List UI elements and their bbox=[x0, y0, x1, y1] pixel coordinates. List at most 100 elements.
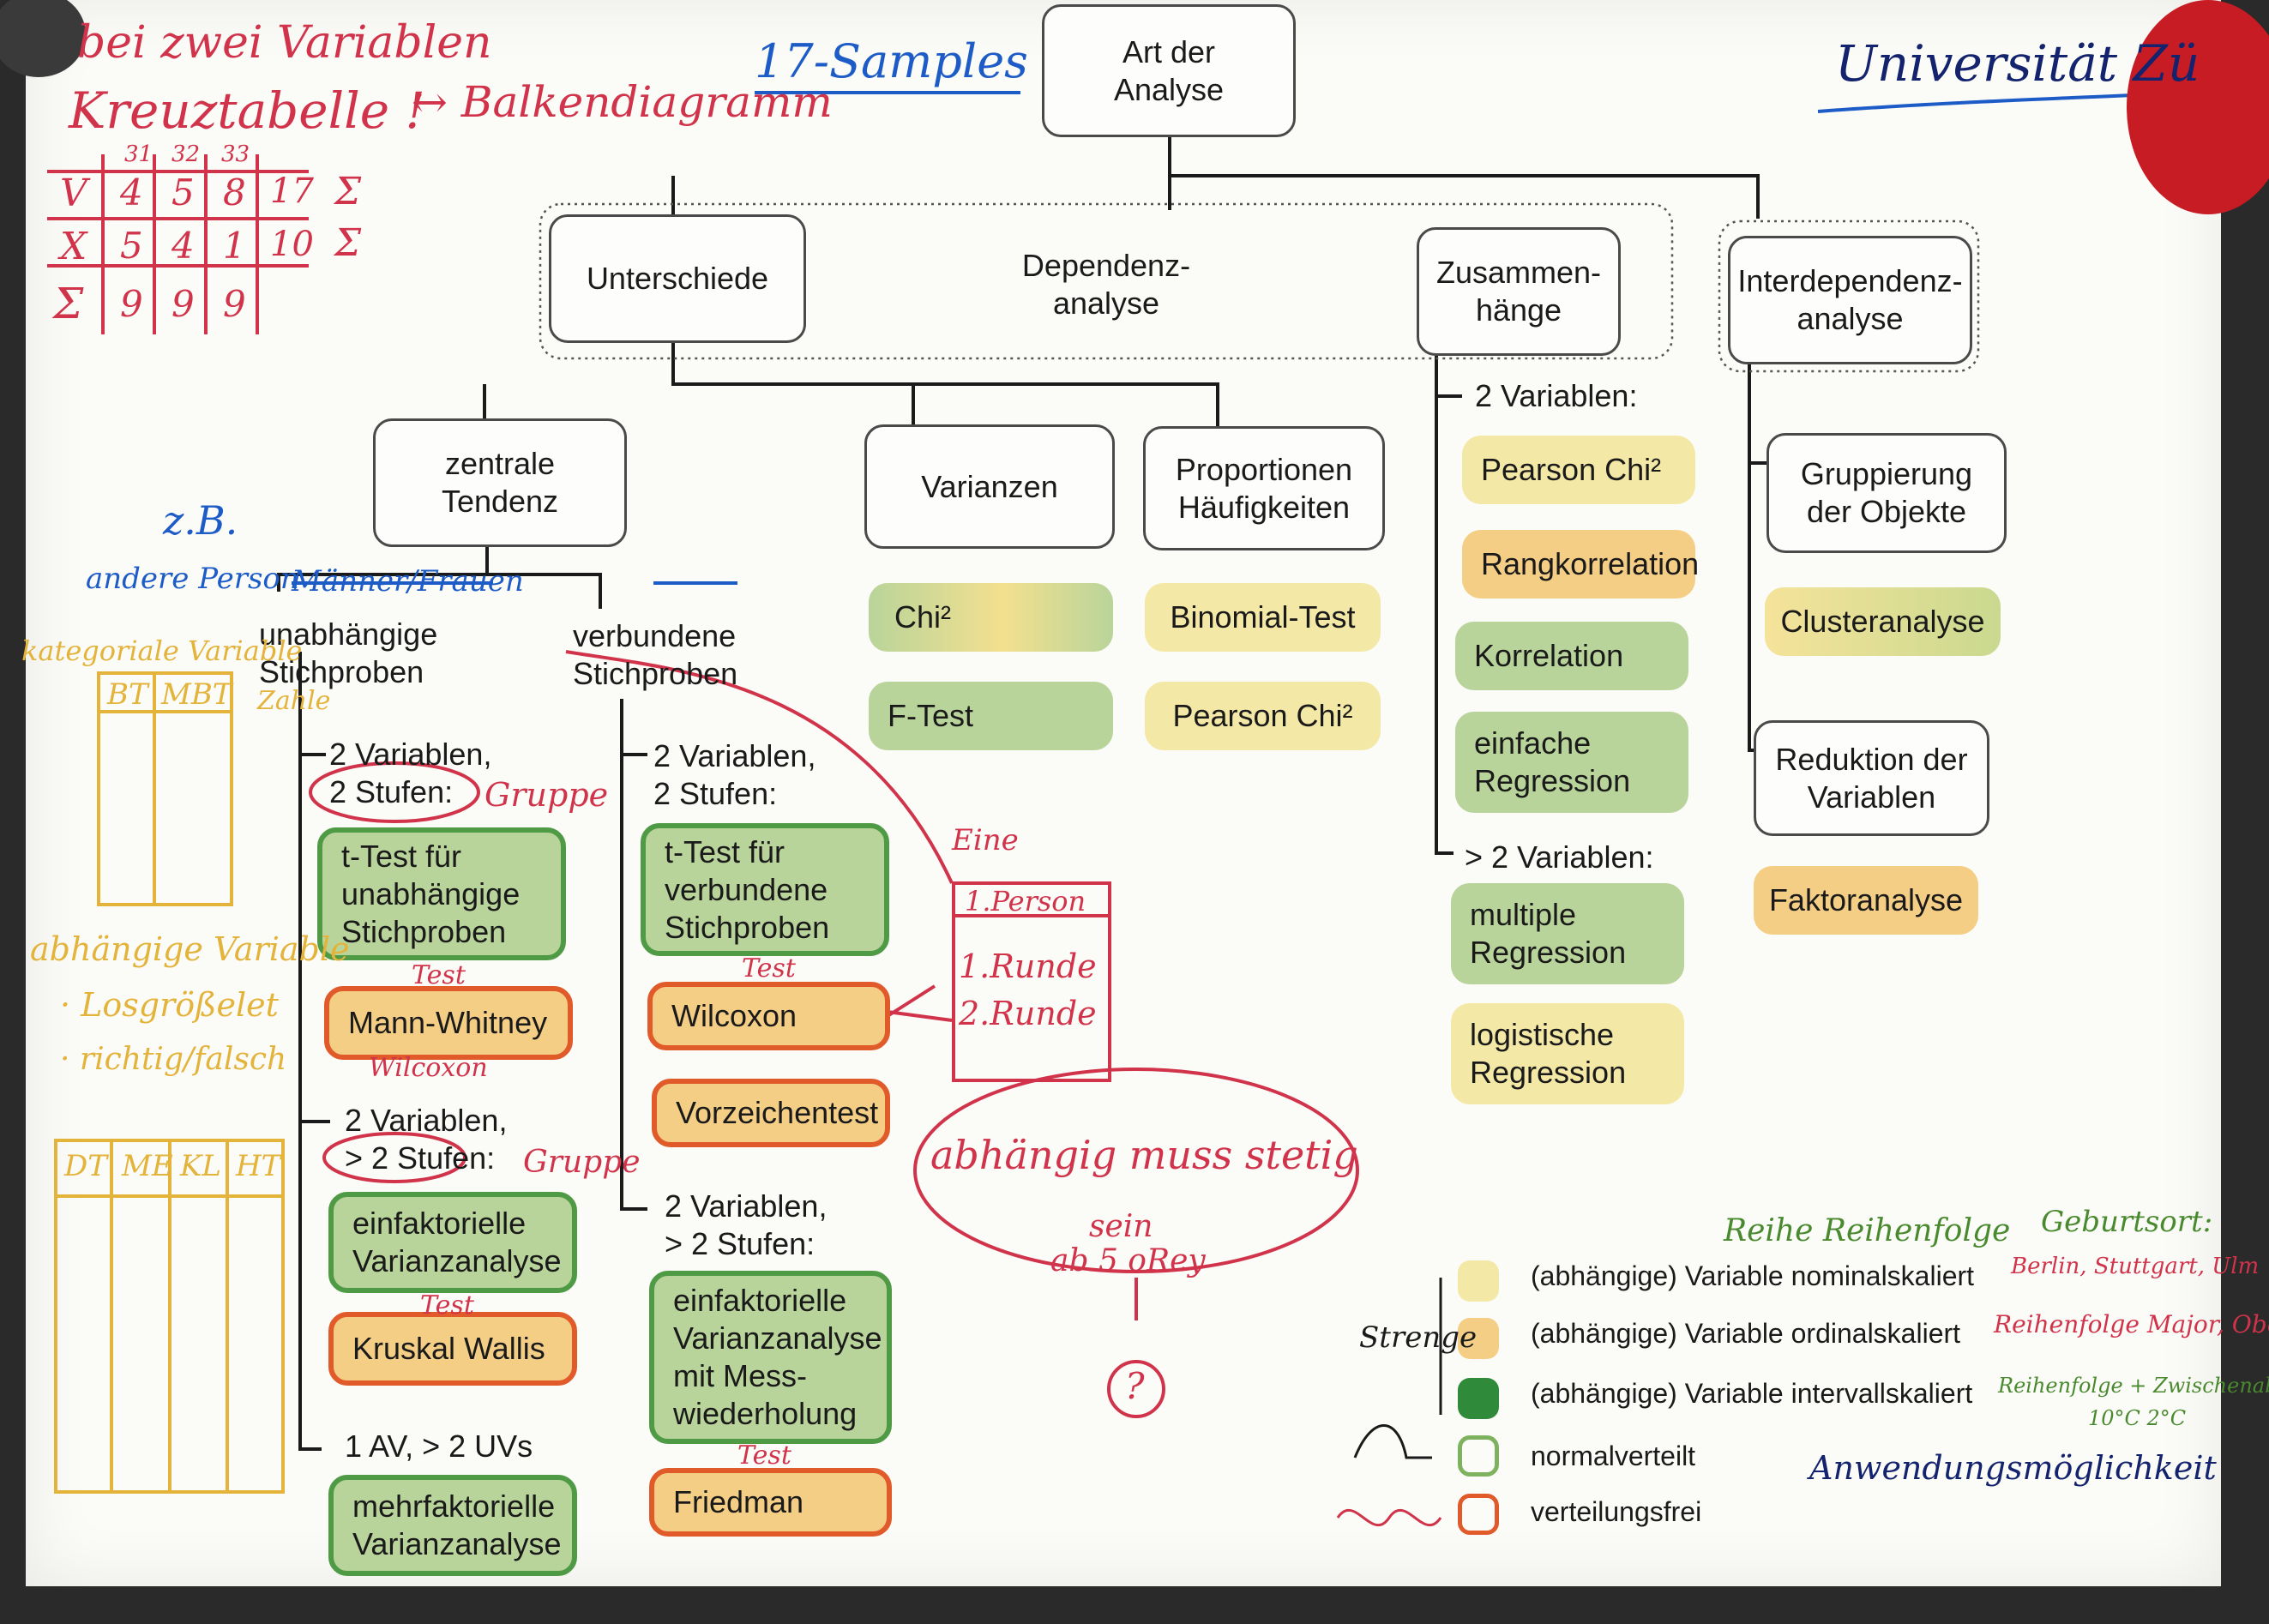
hw-cv3: 17 bbox=[270, 171, 314, 211]
u-kruskal: Kruskal Wallis bbox=[328, 1312, 577, 1386]
hw-andere-person: andere Person bbox=[86, 562, 299, 596]
i-reduktion: Reduktion der Variablen bbox=[1754, 720, 1989, 836]
hw-gruppe-1: Gruppe bbox=[484, 776, 609, 814]
hw-test-3: Test bbox=[420, 1290, 474, 1320]
zentrale-tendenz-node: zentrale Tendenz bbox=[373, 418, 627, 547]
hw-cv2: 8 bbox=[223, 171, 246, 214]
hw-wilcoxon: Wilcoxon bbox=[369, 1053, 488, 1083]
hw-t32: 32 bbox=[172, 141, 201, 167]
hw-abhaengige-variable: abhängige Variable bbox=[30, 930, 350, 968]
f-test: F-Test bbox=[869, 682, 1113, 750]
z-rangkorrelation: Rangkorrelation bbox=[1462, 530, 1699, 598]
hw-geburtsort: Geburtsort: bbox=[2041, 1205, 2213, 1239]
hw-abhaengig-stetig: abhängig muss stetig bbox=[930, 1132, 1358, 1178]
hw-cs1: 9 bbox=[172, 283, 195, 325]
hw-samples: 17-Samples bbox=[755, 34, 1028, 88]
hw-universitaet: Universität Zü bbox=[1835, 34, 2200, 93]
hw-losgroesse: · Losgrößelet bbox=[60, 986, 279, 1024]
binomial-test: Binomial-Test bbox=[1145, 583, 1381, 652]
hw-test-2: Test bbox=[742, 953, 796, 983]
chi2-test: Chi² bbox=[869, 583, 1113, 652]
hw-maenner-frauen: Männer/Frauen bbox=[292, 564, 524, 598]
hw-me: ME bbox=[122, 1149, 173, 1183]
hw-test-1: Test bbox=[412, 960, 466, 990]
hw-runde-1: 1.Runde bbox=[959, 947, 1097, 985]
hw-strenge: Strenge bbox=[1359, 1320, 1478, 1355]
u-2var-gt2: 2 Variablen, > 2 Stufen: bbox=[345, 1103, 508, 1176]
hw-orte: Berlin, Stuttgart, Ulm bbox=[2011, 1254, 2260, 1279]
hw-cv0: 4 bbox=[120, 171, 143, 214]
hw-cv4: Σ bbox=[334, 170, 362, 214]
hw-bei-zwei: bei zwei Variablen bbox=[77, 17, 492, 69]
legend-swatch-normal bbox=[1458, 1435, 1499, 1477]
z-einfache-regression: einfache Regression bbox=[1455, 712, 1688, 813]
legend-swatch-interval bbox=[1458, 1378, 1499, 1419]
u-1av: 1 AV, > 2 UVs bbox=[345, 1429, 533, 1464]
u-mann-whitney: Mann-Whitney bbox=[324, 986, 573, 1060]
hw-temps: 10°C 2°C bbox=[2088, 1406, 2187, 1430]
hw-reihenfolge: Reihenfolge Major, Oberst, bbox=[1994, 1310, 2269, 1338]
hw-test-4: Test bbox=[737, 1441, 791, 1471]
hw-cx2: 1 bbox=[223, 225, 246, 267]
hw-cx1: 4 bbox=[172, 225, 195, 267]
hw-ht: HT bbox=[236, 1149, 281, 1183]
proportionen-node: Proportionen Häufigkeiten bbox=[1143, 426, 1385, 550]
hw-zb: z.B. bbox=[163, 497, 238, 544]
pearson-chi2-proportionen: Pearson Chi² bbox=[1145, 682, 1381, 750]
hw-t31: 31 bbox=[124, 141, 153, 167]
legend-swatch-nominal bbox=[1458, 1260, 1499, 1302]
hw-ab5: ab 5 oRey bbox=[1050, 1243, 1206, 1278]
u-ttest: t-Test für unabhängige Stichproben bbox=[317, 827, 566, 960]
hw-row-v: V bbox=[60, 171, 87, 215]
z-korrelation: Korrelation bbox=[1455, 622, 1688, 690]
v-vorzeichentest: Vorzeichentest bbox=[652, 1079, 890, 1147]
legend-interval: (abhängige) Variable intervallskaliert bbox=[1531, 1378, 1973, 1409]
varianzen-node: Varianzen bbox=[864, 424, 1115, 549]
u-anova: einfaktorielle Varianzanalyse bbox=[328, 1192, 577, 1293]
v-2var-2stufen: 2 Variablen, 2 Stufen: bbox=[653, 738, 816, 811]
dependenz-label: Dependenz- analyse bbox=[1021, 248, 1191, 321]
hw-gruppe-2: Gruppe bbox=[523, 1145, 641, 1180]
z-multiple-regression: multiple Regression bbox=[1451, 883, 1684, 984]
hw-reihenfolge2: Reihenfolge + Zwischenabstände bbox=[1998, 1374, 2269, 1398]
z-pearson: Pearson Chi² bbox=[1462, 436, 1695, 504]
hw-kreuztabelle: Kreuztabelle ! bbox=[69, 81, 425, 140]
hw-cs2: 9 bbox=[223, 283, 246, 325]
i-faktoranalyse: Faktoranalyse bbox=[1754, 866, 1978, 935]
hw-row-sum: Σ bbox=[53, 279, 84, 328]
magnet-black bbox=[0, 0, 86, 77]
i-gruppierung: Gruppierung der Objekte bbox=[1766, 433, 2007, 553]
z-logistische-regression: logistische Regression bbox=[1451, 1003, 1684, 1104]
hw-eine: Eine bbox=[952, 823, 1019, 857]
unterschiede-node: Unterschiede bbox=[549, 214, 806, 343]
z-gt2: > 2 Variablen: bbox=[1465, 839, 1654, 875]
hw-cv1: 5 bbox=[172, 171, 195, 214]
unabhaengige-label: unabhängige Stichproben bbox=[259, 617, 438, 689]
hw-kategoriale: kategoriale Variable bbox=[21, 635, 303, 667]
hw-zahlen: Zahle bbox=[257, 686, 331, 716]
v-anova-messwiederholung: einfaktorielle Varianzanalyse mit Mess- … bbox=[649, 1271, 892, 1444]
legend-nominal: (abhängige) Variable nominalskaliert bbox=[1531, 1260, 1975, 1291]
interdependenz-node: Interdependenz- analyse bbox=[1728, 236, 1972, 364]
hw-cx3: 10 bbox=[270, 225, 314, 264]
v-2var-gt2: 2 Variablen, > 2 Stufen: bbox=[665, 1188, 828, 1261]
hw-cx0: 5 bbox=[120, 225, 143, 267]
zusammenhaenge-node: Zusammen- hänge bbox=[1417, 227, 1621, 356]
v-wilcoxon: Wilcoxon bbox=[647, 982, 890, 1050]
hw-sein: sein bbox=[1089, 1209, 1153, 1244]
legend-frei: verteilungsfrei bbox=[1531, 1496, 1702, 1527]
hw-balken: ↔ Balkendiagramm bbox=[412, 77, 833, 127]
hw-kl: KL bbox=[180, 1149, 221, 1183]
hw-question: ? bbox=[1125, 1365, 1145, 1407]
hw-anwendungs: Anwendungsmöglichkeit bbox=[1809, 1449, 2217, 1487]
hw-runde-2: 2.Runde bbox=[959, 995, 1097, 1032]
hw-cx4: Σ bbox=[334, 221, 362, 265]
magnet-red bbox=[2127, 0, 2269, 214]
hw-reihe: Reihe Reihenfolge bbox=[1724, 1213, 2011, 1248]
legend-normal: normalverteilt bbox=[1531, 1441, 1696, 1471]
verbundene-label: verbundene Stichproben bbox=[573, 618, 738, 691]
legend-ordinal: (abhängige) Variable ordinalskaliert bbox=[1531, 1318, 1961, 1349]
legend-swatch-ordinal bbox=[1458, 1318, 1499, 1359]
hw-mbt: MBT bbox=[161, 677, 232, 712]
